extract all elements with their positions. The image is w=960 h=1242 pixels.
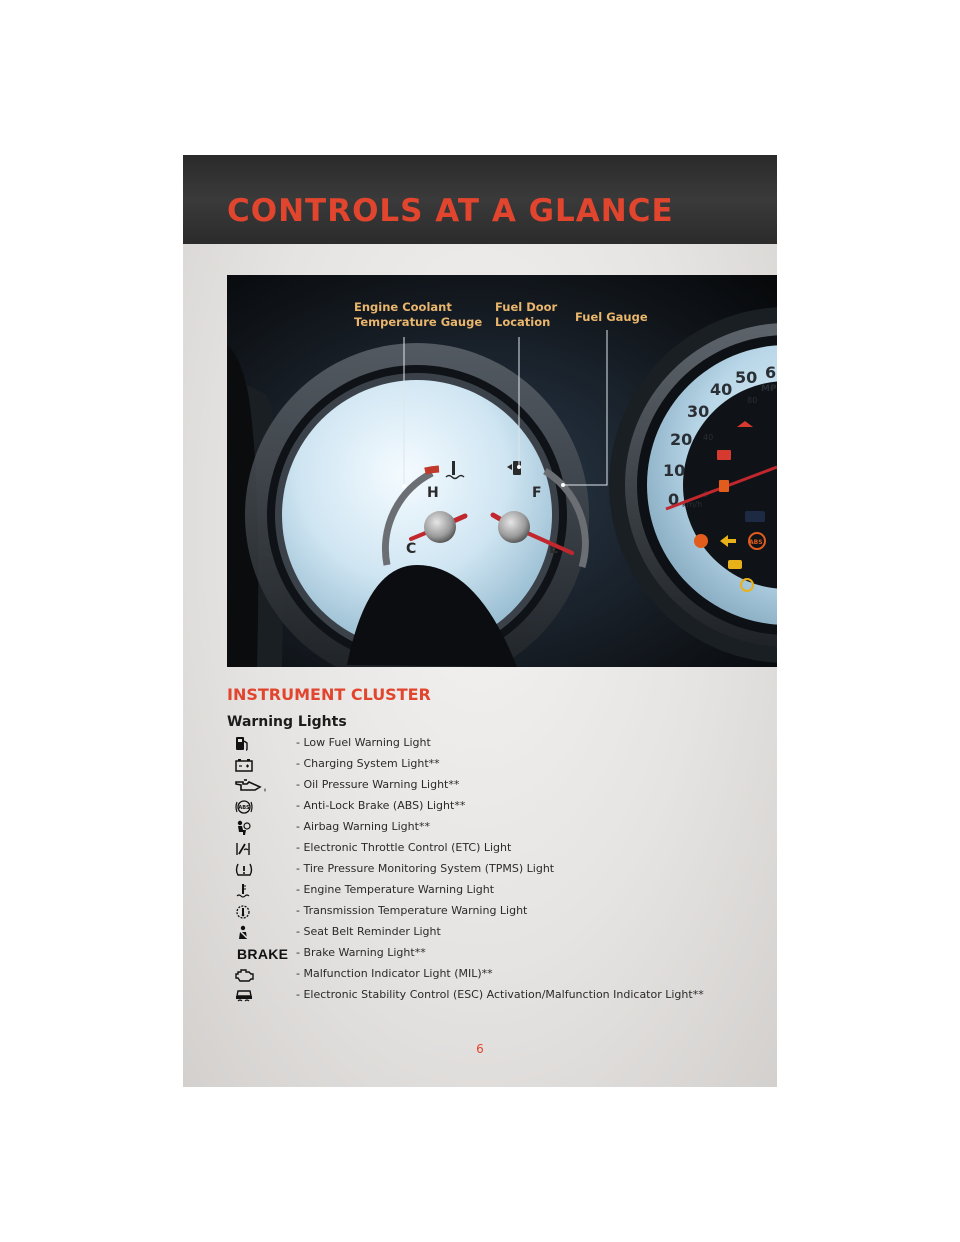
warning-light-label: - Malfunction Indicator Light (MIL)** xyxy=(296,967,493,980)
list-item: - Seat Belt Reminder Light xyxy=(183,922,777,943)
list-item: - Electronic Throttle Control (ETC) Ligh… xyxy=(183,838,777,859)
speedo-kmh-label: km/h xyxy=(682,500,702,509)
brake-text-icon: BRAKE xyxy=(235,945,289,962)
throttle-icon xyxy=(235,840,289,857)
gauge-letter-full: F xyxy=(532,485,542,501)
warning-light-label: - Oil Pressure Warning Light** xyxy=(296,778,460,791)
list-item: - Tire Pressure Monitoring System (TPMS)… xyxy=(183,859,777,880)
page-title: CONTROLS AT A GLANCE xyxy=(227,193,674,229)
callout-fueldoor-line1: Fuel Door xyxy=(495,300,558,314)
instrument-cluster-photo: H C F E xyxy=(227,275,777,667)
speedo-kmh-40: 40 xyxy=(703,433,713,442)
gauge-letter-empty: E xyxy=(549,541,559,557)
speedo-number-10: 10 xyxy=(663,461,685,480)
seatbelt-icon xyxy=(235,924,289,941)
list-item: - Malfunction Indicator Light (MIL)** xyxy=(183,964,777,985)
speedo-number-60: 6 xyxy=(765,363,776,382)
transmission-temp-indicator xyxy=(694,534,708,548)
list-item: ABS - Anti-Lock Brake (ABS) Light** xyxy=(183,796,777,817)
callout-coolant-line2: Temperature Gauge xyxy=(354,315,482,329)
coolant-temp-icon xyxy=(445,461,465,480)
warning-light-label: - Electronic Throttle Control (ETC) Ligh… xyxy=(296,841,512,854)
callout-fueldoor-line2: Location xyxy=(495,315,550,329)
list-item: - Airbag Warning Light** xyxy=(183,817,777,838)
warning-light-label: - Airbag Warning Light** xyxy=(296,820,430,833)
speedo-mph-label: MP xyxy=(761,384,777,394)
list-item: - Low Fuel Warning Light xyxy=(183,733,777,754)
manual-page: CONTROLS AT A GLANCE xyxy=(183,155,777,1087)
warning-light-label: - Engine Temperature Warning Light xyxy=(296,883,495,896)
turn-signal-indicator xyxy=(720,535,736,547)
tpms-indicator xyxy=(740,578,754,592)
brake-icon-text: BRAKE xyxy=(237,945,289,962)
warning-light-label: - Transmission Temperature Warning Light xyxy=(296,904,528,917)
temp-needle xyxy=(409,511,468,543)
fuel-pump-icon xyxy=(235,735,289,752)
warning-light-label: - Low Fuel Warning Light xyxy=(296,736,431,749)
warning-light-label: - Brake Warning Light** xyxy=(296,946,426,959)
abs-indicator xyxy=(748,532,766,550)
list-item: - Electronic Stability Control (ESC) Act… xyxy=(183,985,777,1006)
callout-fuel-gauge: Fuel Gauge xyxy=(575,310,648,324)
engine-icon xyxy=(235,966,289,983)
svg-text:ABS: ABS xyxy=(238,805,250,811)
warning-light-label: - Charging System Light** xyxy=(296,757,440,770)
list-item: - Oil Pressure Warning Light** xyxy=(183,775,777,796)
page-header: CONTROLS AT A GLANCE xyxy=(183,155,777,244)
page-number: 6 xyxy=(476,1042,484,1056)
airbag-icon xyxy=(235,819,289,836)
callout-coolant-line1: Engine Coolant xyxy=(354,300,452,314)
speedo-number-30: 30 xyxy=(687,402,709,421)
speedo-kmh-80: 80 xyxy=(747,396,757,405)
list-item: - Engine Temperature Warning Light xyxy=(183,880,777,901)
speedo-number-20: 20 xyxy=(670,430,692,449)
speedo-number-50: 50 xyxy=(735,368,757,387)
warning-light-label: - Electronic Stability Control (ESC) Act… xyxy=(296,988,704,1001)
oil-can-icon xyxy=(235,777,289,794)
engine-indicator xyxy=(728,560,742,569)
cluster-illustration: H C F E xyxy=(227,275,777,667)
transmission-temp-icon xyxy=(235,903,289,920)
list-item: - Transmission Temperature Warning Light xyxy=(183,901,777,922)
battery-icon xyxy=(235,756,289,773)
svg-text:ABS: ABS xyxy=(749,539,763,546)
gauge-letter-hot: H xyxy=(427,485,439,501)
warning-light-label: - Tire Pressure Monitoring System (TPMS)… xyxy=(296,862,555,875)
tire-pressure-icon xyxy=(235,861,289,878)
warning-light-label: - Seat Belt Reminder Light xyxy=(296,925,441,938)
fuel-needle xyxy=(490,511,574,555)
warning-light-label: - Anti-Lock Brake (ABS) Light** xyxy=(296,799,466,812)
esc-icon xyxy=(235,987,289,1004)
gauge-letter-cold: C xyxy=(406,541,416,557)
speedo-number-0: 0 xyxy=(668,490,679,509)
fuel-indicator xyxy=(719,480,729,492)
list-item: - Charging System Light** xyxy=(183,754,777,775)
list-item: BRAKE - Brake Warning Light** xyxy=(183,943,777,964)
coolant-temp-icon xyxy=(235,882,289,899)
section-subtitle: Warning Lights xyxy=(227,714,347,730)
abs-icon: ABS xyxy=(235,798,289,815)
section-title: INSTRUMENT CLUSTER xyxy=(227,685,431,704)
battery-indicator xyxy=(717,450,731,460)
speedo-number-40: 40 xyxy=(710,380,732,399)
high-beam-indicator xyxy=(745,511,765,522)
airbag-indicator xyxy=(737,421,753,427)
